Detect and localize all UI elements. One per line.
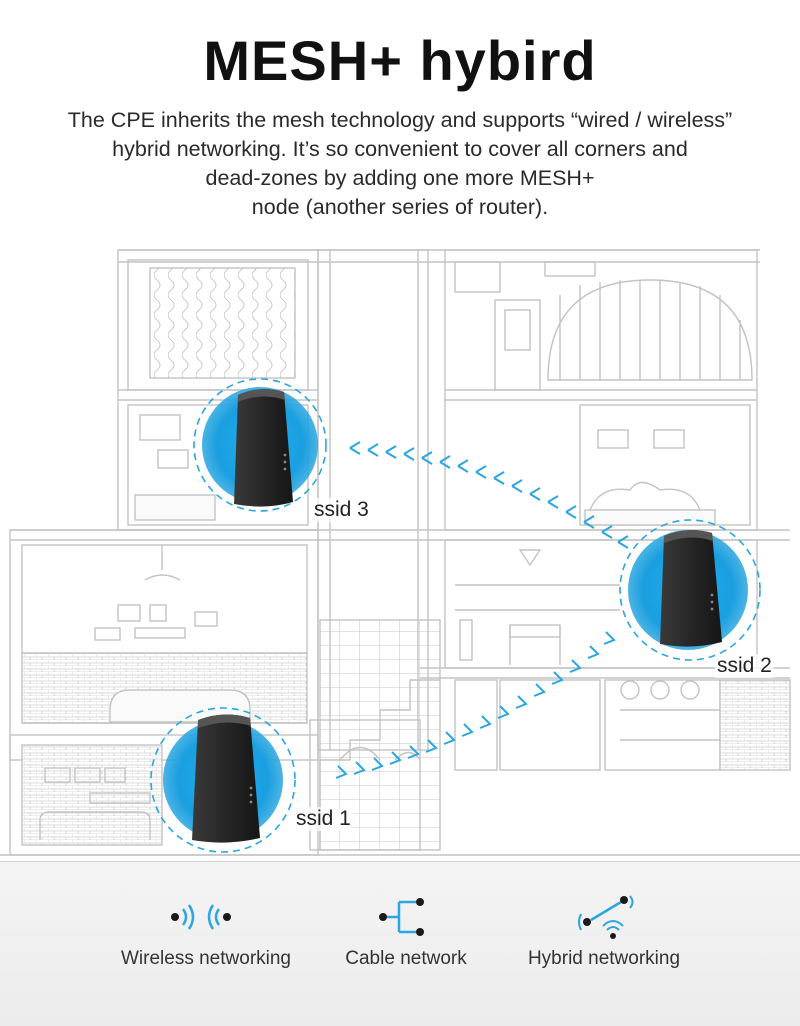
description: The CPE inherits the mesh technology and…	[20, 106, 780, 222]
wireless-signal-icon	[171, 904, 231, 930]
feature-cable: Cable network	[296, 892, 516, 970]
house-drawing	[0, 249, 800, 863]
ssid-label-3: ssid 3	[312, 498, 371, 522]
mesh-link-1-2	[335, 631, 616, 779]
ssid-label-1: ssid 1	[294, 807, 353, 831]
router-node-3	[193, 378, 327, 512]
feature-label-cable: Cable network	[345, 948, 467, 969]
house-illustration: ssid 3 ssid 2 ssid 1	[0, 240, 800, 870]
router-node-2	[619, 519, 761, 661]
hybrid-network-icon	[578, 895, 634, 939]
ssid-label-2: ssid 2	[715, 654, 774, 678]
cable-network-icon	[379, 898, 424, 936]
feature-label-hybrid: Hybrid networking	[527, 948, 681, 969]
description-line: node (another series of router).	[251, 195, 549, 219]
description-line: hybrid networking. It’s so convenient to…	[112, 137, 688, 161]
router-node-1	[150, 707, 296, 853]
mesh-link-3-2	[349, 441, 629, 549]
page-title: MESH+ hybird	[203, 29, 597, 92]
description-line: dead-zones by adding one more MESH+	[205, 166, 595, 190]
feature-hybrid: Hybrid networking	[494, 892, 714, 970]
feature-wireless: Wireless networking	[96, 892, 316, 970]
description-line: The CPE inherits the mesh technology and…	[67, 108, 733, 132]
feature-bar: Wireless networking Cable network Hybrid…	[0, 862, 800, 1026]
feature-label-wireless: Wireless networking	[121, 948, 291, 969]
